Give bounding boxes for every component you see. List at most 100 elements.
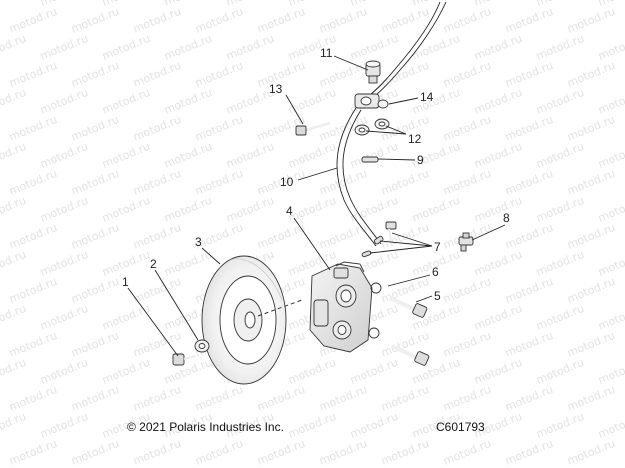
watermark-text: motod.ru xyxy=(7,5,59,36)
watermark-text: motod.ru xyxy=(441,383,493,414)
hose-union xyxy=(354,93,380,109)
watermark-text: motod.ru xyxy=(565,59,617,90)
banjo-fitting xyxy=(365,60,381,84)
o-rings xyxy=(368,282,382,339)
watermark-text: motod.ru xyxy=(255,5,307,36)
watermark-text: motod.ru xyxy=(7,167,59,198)
assembly-axis xyxy=(257,299,303,317)
watermark-text: motod.ru xyxy=(286,356,338,387)
watermark-text: motod.ru xyxy=(379,167,431,198)
watermark-text: motod.ru xyxy=(472,302,524,333)
callout-7: 7 xyxy=(434,240,441,254)
watermark-text: motod.ru xyxy=(441,113,493,144)
watermark-text: motod.ru xyxy=(131,59,183,90)
watermark-text: motod.ru xyxy=(565,275,617,306)
watermark-text: motod.ru xyxy=(596,86,625,117)
watermark-text: motod.ru xyxy=(286,140,338,171)
watermark-text: motod.ru xyxy=(379,383,431,414)
watermark-text: motod.ru xyxy=(472,140,524,171)
watermark-text: motod.ru xyxy=(0,32,28,63)
watermark-text: motod.ru xyxy=(379,437,431,468)
watermark-text: motod.ru xyxy=(286,86,338,117)
watermark-text: motod.ru xyxy=(100,86,152,117)
watermark-text: motod.ru xyxy=(441,59,493,90)
brake-caliper xyxy=(309,261,373,353)
watermark-text: motod.ru xyxy=(534,32,586,63)
watermark-text: motod.ru xyxy=(7,383,59,414)
watermark-text: motod.ru xyxy=(317,383,369,414)
watermark-text: motod.ru xyxy=(7,275,59,306)
watermark-text: motod.ru xyxy=(69,383,121,414)
watermark-text: motod.ru xyxy=(534,356,586,387)
watermark-text: motod.ru xyxy=(255,383,307,414)
watermark-text: motod.ru xyxy=(565,329,617,360)
watermark-text: motod.ru xyxy=(0,140,28,171)
watermark-text: motod.ru xyxy=(503,113,555,144)
watermark-text: motod.ru xyxy=(596,140,625,171)
watermark-text: motod.ru xyxy=(379,59,431,90)
watermark-text: motod.ru xyxy=(162,32,214,63)
brake-rotor xyxy=(201,255,287,385)
watermark-text: motod.ru xyxy=(100,194,152,225)
caliper-mounting-bolts xyxy=(389,296,430,366)
watermark-text: motod.ru xyxy=(131,5,183,36)
watermark-text: motod.ru xyxy=(379,113,431,144)
watermark-text: motod.ru xyxy=(534,86,586,117)
watermark-text: motod.ru xyxy=(596,248,625,279)
watermark-text: motod.ru xyxy=(0,0,28,9)
watermark-text: motod.ru xyxy=(503,383,555,414)
watermark-text: motod.ru xyxy=(472,86,524,117)
callout-8: 8 xyxy=(503,211,510,225)
watermark-text: motod.ru xyxy=(38,86,90,117)
callout-10: 10 xyxy=(280,175,294,189)
watermark-text: motod.ru xyxy=(69,221,121,252)
watermark-text: motod.ru xyxy=(131,383,183,414)
watermark-text: motod.ru xyxy=(193,167,245,198)
leader-lines xyxy=(127,55,506,357)
watermark-text: motod.ru xyxy=(69,5,121,36)
watermark-text: motod.ru xyxy=(441,167,493,198)
bleeder-valve xyxy=(458,232,474,252)
figure-code: C601793 xyxy=(436,420,485,434)
watermark-text: motod.ru xyxy=(348,356,400,387)
watermark-text: motod.ru xyxy=(286,194,338,225)
watermark-text: motod.ru xyxy=(0,248,28,279)
watermark-text: motod.ru xyxy=(565,221,617,252)
watermark-text: motod.ru xyxy=(131,221,183,252)
watermark-text: motod.ru xyxy=(348,140,400,171)
watermark-text: motod.ru xyxy=(534,248,586,279)
watermark-text: motod.ru xyxy=(596,410,625,441)
watermark-text: motod.ru xyxy=(7,113,59,144)
small-washer xyxy=(377,99,389,109)
callout-3: 3 xyxy=(195,235,202,249)
watermark-text: motod.ru xyxy=(348,410,400,441)
watermark-text: motod.ru xyxy=(596,356,625,387)
watermark-text: motod.ru xyxy=(596,194,625,225)
callout-9: 9 xyxy=(417,153,424,167)
callout-14: 14 xyxy=(420,90,434,104)
watermark-text: motod.ru xyxy=(224,194,276,225)
watermark-text: motod.ru xyxy=(100,356,152,387)
watermark-text: motod.ru xyxy=(162,140,214,171)
watermark-text: motod.ru xyxy=(69,275,121,306)
watermark-text: motod.ru xyxy=(100,302,152,333)
watermark-text: motod.ru xyxy=(162,86,214,117)
watermark-text: motod.ru xyxy=(472,356,524,387)
watermark-text: motod.ru xyxy=(69,113,121,144)
watermark-text: motod.ru xyxy=(317,5,369,36)
watermark-text: motod.ru xyxy=(0,356,28,387)
watermark-text: motod.ru xyxy=(131,113,183,144)
watermark-text: motod.ru xyxy=(69,59,121,90)
watermark-text: motod.ru xyxy=(162,194,214,225)
watermark-text: motod.ru xyxy=(534,410,586,441)
watermark-text: motod.ru xyxy=(69,437,121,468)
watermark-text: motod.ru xyxy=(503,5,555,36)
watermark-text: motod.ru xyxy=(503,329,555,360)
callout-5: 5 xyxy=(434,289,441,303)
brake-hose xyxy=(336,107,377,247)
callout-12: 12 xyxy=(408,132,422,146)
watermark-text: motod.ru xyxy=(441,275,493,306)
watermark-text: motod.ru xyxy=(193,59,245,90)
brake-line xyxy=(369,1,447,101)
watermark-text: motod.ru xyxy=(441,437,493,468)
